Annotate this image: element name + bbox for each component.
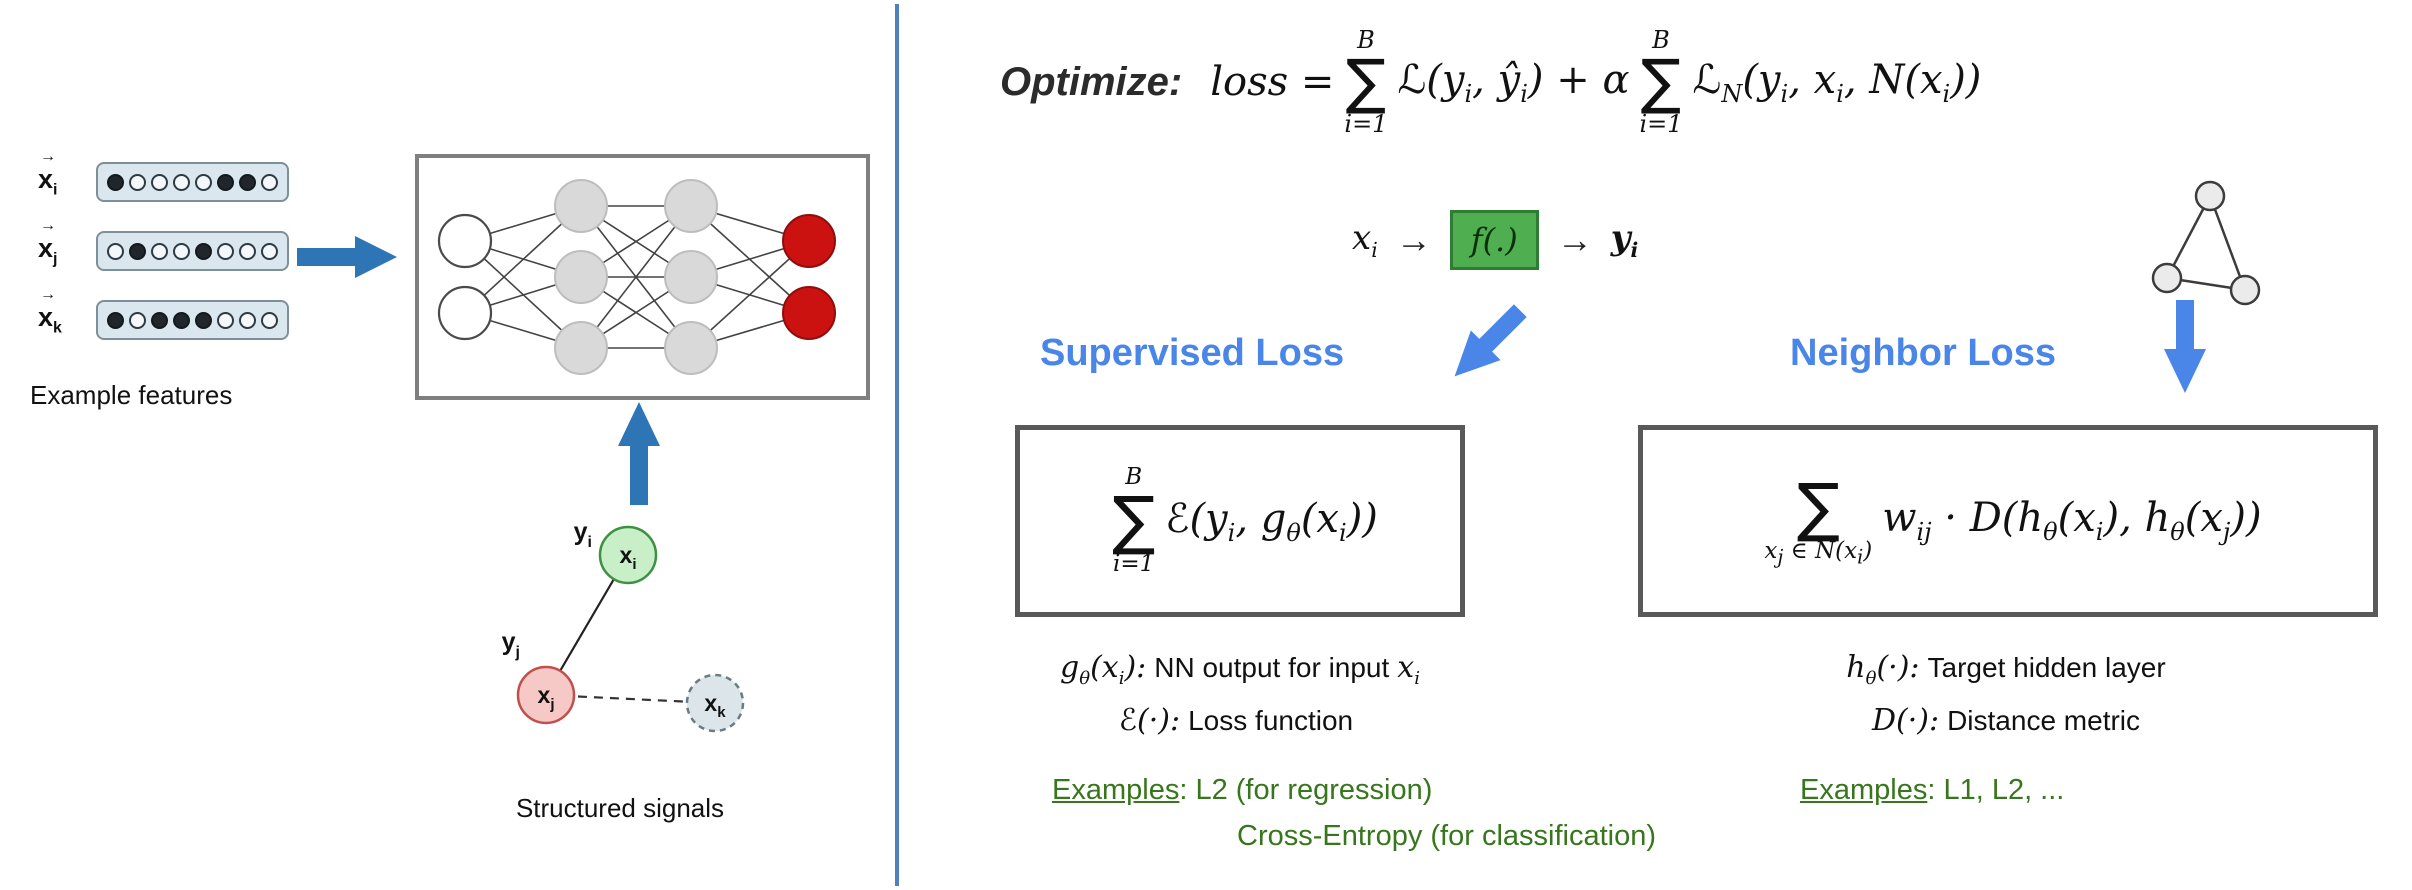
fn-box: f(.) xyxy=(1449,210,1539,270)
feature-vector-dots xyxy=(96,162,289,202)
supervised-examples-line2: Cross-Entropy (for classification) xyxy=(1237,820,1656,852)
examples-label: Examples xyxy=(1800,774,1928,806)
nn-connections xyxy=(464,205,810,349)
supervised-examples-line1: Examples: L2 (for regression) xyxy=(1052,774,1432,807)
feature-vector-row: →xj xyxy=(38,217,289,271)
label-yj: yj xyxy=(502,628,520,661)
legend-line-loss-fn: ℰ(·):Loss function xyxy=(1118,703,1354,738)
legend-line-distance: D(·):Distance metric xyxy=(1871,703,2141,738)
node-xj-label: xj xyxy=(538,682,555,713)
panel-divider xyxy=(895,4,899,886)
features-to-nn-arrow-icon xyxy=(297,236,397,278)
vector-label-xk: →xk xyxy=(38,286,62,337)
neighbor-loss-box: ∑xj ∈ N(xi)wij · D(hθ(xi), hθ(xj)) xyxy=(1638,425,2378,617)
structured-signals-caption: Structured signals xyxy=(515,793,725,823)
node-xi xyxy=(598,525,658,585)
neighbor-legend: hθ(·):Target hidden layer D(·):Distance … xyxy=(1640,650,2380,752)
examples-text: : L1, L2, ... xyxy=(1927,774,2065,806)
node-xk-dashed xyxy=(685,673,745,733)
vector-arrow-icon: → xyxy=(40,286,56,304)
examples-label: Examples xyxy=(1052,774,1180,806)
feature-vector-row: →xk xyxy=(38,286,289,340)
nn-output-nodes xyxy=(782,214,836,340)
pipeline-output: yi xyxy=(1610,218,1639,262)
neighbor-graph-icon xyxy=(2151,180,2261,306)
neighbor-examples-line: Examples: L1, L2, ... xyxy=(1800,774,2064,807)
neural-network-box xyxy=(415,154,870,400)
supervised-loss-title: Supervised Loss xyxy=(1040,332,1345,374)
supervised-arrow-icon xyxy=(1454,304,1527,377)
nn-input-nodes xyxy=(437,213,493,341)
pipeline-input: xi xyxy=(1352,218,1378,262)
neighbor-arrow-icon xyxy=(2164,300,2206,393)
supervised-arrow-wrapper xyxy=(1433,294,1536,397)
optimize-label: Optimize: xyxy=(1000,59,1183,104)
vector-label-xi: →xi xyxy=(38,148,58,199)
signals-to-nn-arrow-icon xyxy=(618,402,660,505)
label-yi: yi xyxy=(574,518,592,551)
node-xi-label: xi xyxy=(620,542,637,573)
model-pipeline: xi → f(.) → yi xyxy=(1352,210,1638,270)
nn-hidden-nodes xyxy=(554,179,718,375)
neural-network-diagram xyxy=(437,179,836,375)
neighbor-loss-title: Neighbor Loss xyxy=(1790,332,2057,374)
vector-label-xj: →xj xyxy=(38,217,58,268)
feature-vector-dots xyxy=(96,300,289,340)
structured-signals-graph: yi yj xi xj xk xyxy=(502,518,745,733)
node-xj xyxy=(516,665,576,725)
example-features-caption: Example features xyxy=(30,380,233,410)
pipeline-arrow-icon: → xyxy=(1556,219,1593,260)
feature-vector-dots xyxy=(96,231,289,271)
legend-line-h-theta: hθ(·):Target hidden layer xyxy=(1846,650,2166,689)
examples-text: : L2 (for regression) xyxy=(1179,774,1433,806)
pipeline-arrow-icon: → xyxy=(1395,219,1432,260)
edge-xj-xk-dashed xyxy=(545,693,716,705)
vector-arrow-icon: → xyxy=(40,148,56,166)
feature-vector-row: →xi xyxy=(38,148,289,202)
node-xk-label: xk xyxy=(704,690,726,721)
neighbor-loss-formula: ∑xj ∈ N(xi)wij · D(hθ(xi), hθ(xj)) xyxy=(1764,470,2262,569)
vector-arrow-icon: → xyxy=(40,217,56,235)
